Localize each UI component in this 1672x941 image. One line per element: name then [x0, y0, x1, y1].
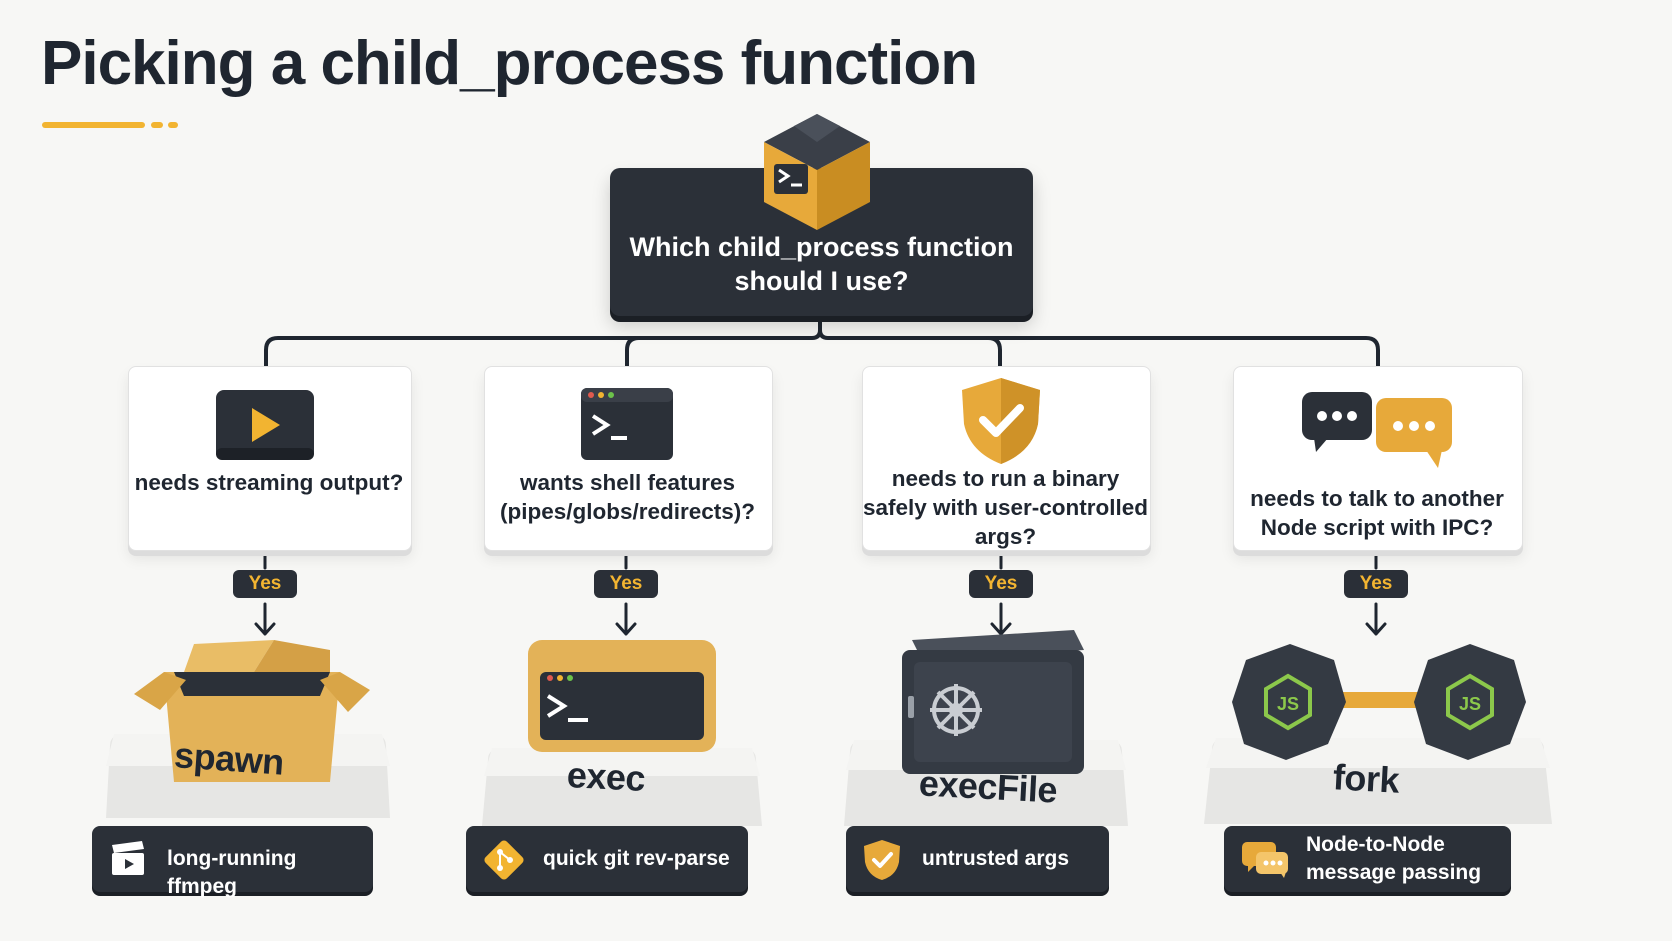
- git-icon: [484, 840, 524, 880]
- title-underline-dash: [168, 122, 178, 128]
- question-card-ipc: [1233, 366, 1523, 551]
- question-text-streaming: needs streaming output?: [134, 470, 404, 495]
- open-box-icon: [134, 640, 370, 782]
- title-underline-dash: [151, 122, 163, 128]
- clapperboard-icon: [112, 841, 144, 875]
- example-text-execfile: untrusted args: [922, 847, 1070, 870]
- chat-icon: [1242, 842, 1288, 878]
- svg-text:JS: JS: [1277, 694, 1299, 714]
- question-text-binary: needs to run a binary safely with user-c…: [862, 466, 1149, 549]
- svg-text:JS: JS: [1459, 694, 1481, 714]
- example-text-exec: quick git rev-parse: [543, 847, 730, 870]
- nodejs-dumbbell-icon: JS JS: [1232, 644, 1526, 760]
- question-text-shell: wants shell features (pipes/globs/redire…: [499, 470, 756, 524]
- page-title: Picking a child_process function: [41, 29, 978, 98]
- yes-badge: Yes: [969, 570, 1033, 598]
- shield-icon: [864, 840, 900, 880]
- question-text-ipc: needs to talk to another Node script wit…: [1250, 486, 1504, 540]
- pedestal: [482, 748, 762, 826]
- root-question-text: Which child_process function should I us…: [629, 232, 1014, 296]
- yes-badge: Yes: [233, 570, 297, 598]
- shield-check-icon: [962, 378, 1040, 464]
- terminal-cube-icon: [764, 114, 870, 230]
- example-text-spawn: long-running ffmpeg: [167, 847, 297, 898]
- safe-icon: [902, 630, 1084, 774]
- example-text-fork: Node-to-Node message passing: [1306, 833, 1482, 884]
- title-underline: [42, 122, 145, 128]
- video-play-icon: [216, 390, 314, 460]
- chat-bubbles-icon: [1302, 392, 1452, 468]
- terminal-window-icon: [581, 388, 673, 460]
- yes-badge: Yes: [594, 570, 658, 598]
- terminal-block-icon: [528, 640, 716, 752]
- yes-badge: Yes: [1344, 570, 1408, 598]
